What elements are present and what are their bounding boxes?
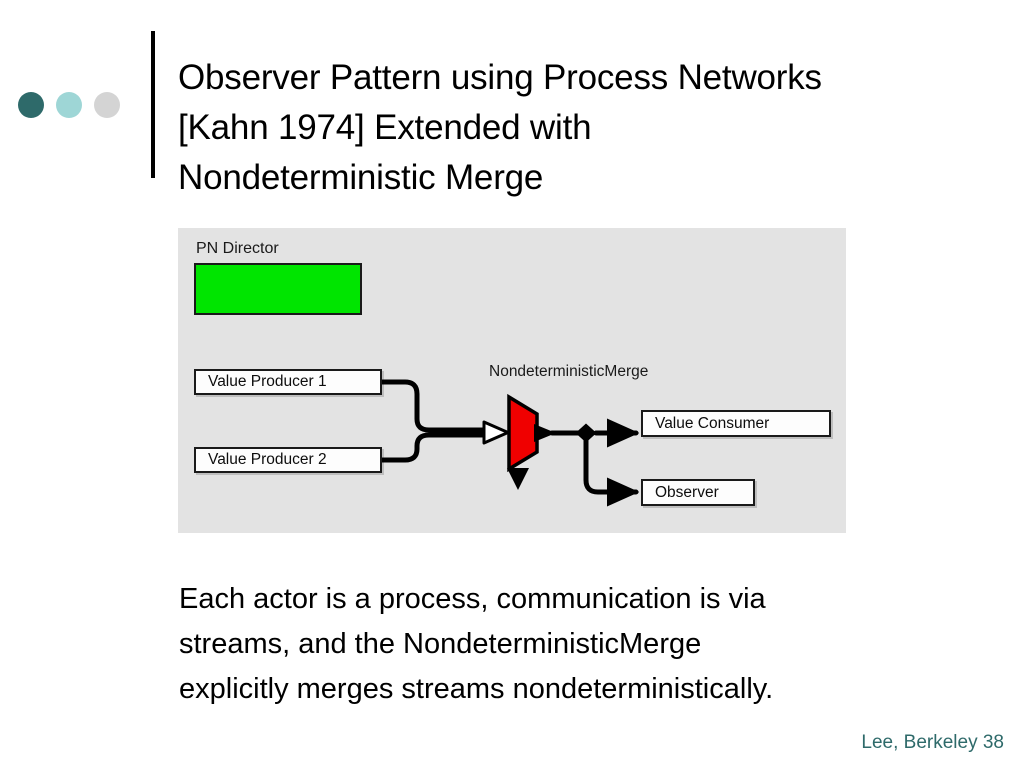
dot-light-teal-icon — [56, 92, 82, 118]
nondeterministic-merge-shape[interactable] — [507, 393, 539, 473]
diagram-connections — [366, 373, 640, 507]
title-vertical-rule — [151, 31, 155, 178]
actor-value-producer-2[interactable]: Value Producer 2 — [194, 447, 382, 473]
actor-label: Observer — [655, 483, 719, 501]
wire-producer2-to-merge — [379, 432, 487, 463]
actor-label: Value Consumer — [655, 414, 770, 432]
pn-director-box[interactable] — [194, 263, 362, 315]
nondeterministic-merge-label: NondeterministicMerge — [489, 363, 649, 380]
actor-observer[interactable]: Observer — [641, 479, 755, 506]
actor-label: Value Producer 2 — [208, 451, 327, 468]
title-decoration-dots — [18, 92, 120, 118]
footer-credit: Lee, Berkeley 38 — [861, 732, 1004, 753]
dot-dark-teal-icon — [18, 92, 44, 118]
wire-producer1-to-merge — [379, 379, 487, 433]
merge-input-port-icon — [482, 420, 510, 445]
actor-value-producer-1[interactable]: Value Producer 1 — [194, 369, 382, 395]
merge-bottom-port-icon — [507, 468, 529, 490]
wire-junction-to-observer — [583, 437, 640, 507]
page-title: Observer Pattern using Process Networks … — [178, 58, 822, 198]
actor-value-consumer[interactable]: Value Consumer — [641, 410, 831, 437]
actor-label: Value Producer 1 — [208, 373, 327, 390]
diagram-panel: PN Director Nondeterminist — [178, 228, 846, 533]
merge-output-port-icon — [534, 424, 556, 442]
dot-gray-icon — [94, 92, 120, 118]
body-text: Each actor is a process, communication i… — [179, 583, 774, 705]
relation-diamond-icon[interactable] — [575, 423, 597, 443]
pn-director-label: PN Director — [196, 240, 279, 257]
